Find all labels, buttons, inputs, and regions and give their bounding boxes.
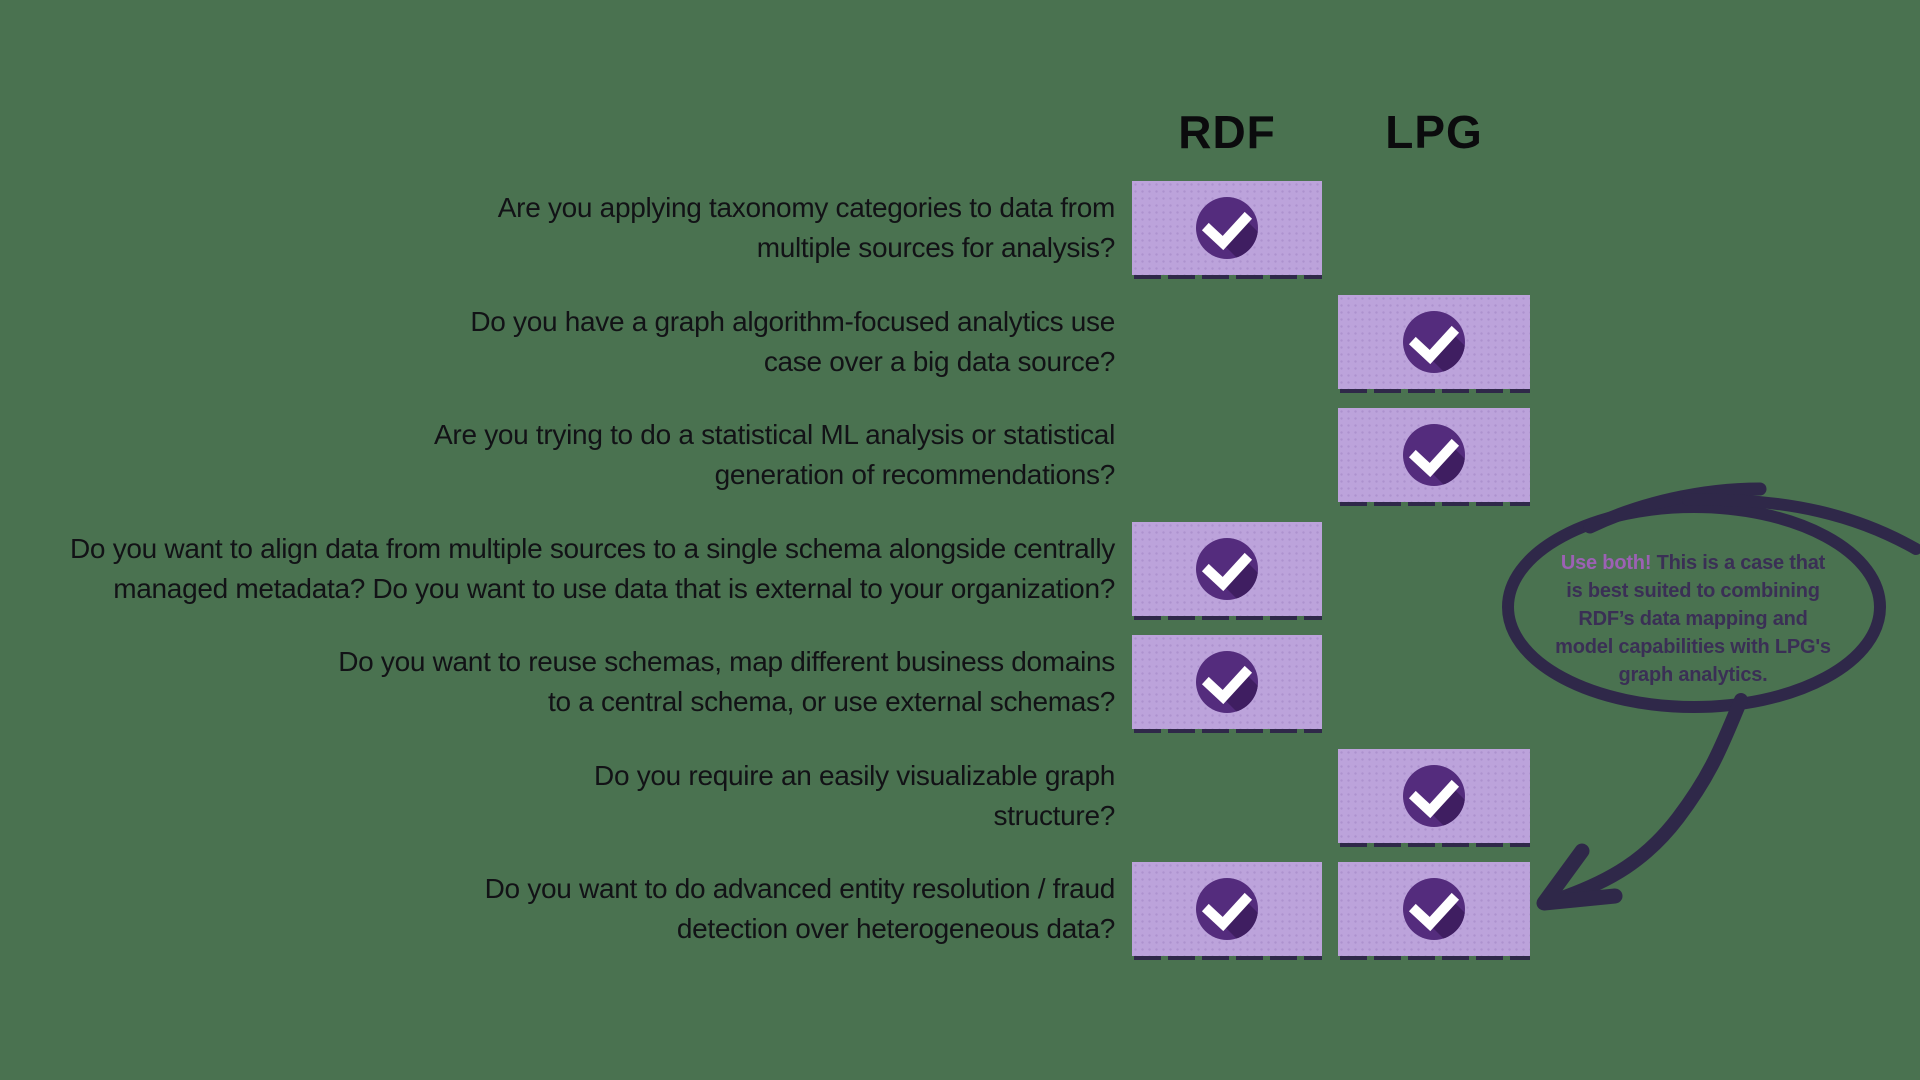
check-mark [1408, 892, 1460, 932]
question-line: structure? [993, 800, 1116, 831]
check-icon [1196, 197, 1258, 259]
callout-lead: Use both! [1560, 552, 1652, 574]
check-icon [1196, 538, 1258, 600]
comparison-row: Do you want to reuse schemas, map differ… [0, 635, 1920, 733]
column-header-rdf: RDF [1178, 106, 1276, 158]
check-mark [1408, 779, 1460, 819]
question-text: Do you have a graph algorithm-focused an… [40, 295, 1115, 389]
column-header-lpg: LPG [1385, 106, 1483, 158]
check-icon [1403, 311, 1465, 373]
question-line: generation of recommendations? [714, 459, 1116, 490]
question-text: Do you want to reuse schemas, map differ… [40, 635, 1115, 729]
comparison-row: Do you require an easily visualizable gr… [0, 749, 1920, 847]
question-line: Are you trying to do a statistical ML an… [434, 419, 1115, 450]
check-mark [1201, 211, 1253, 251]
callout-line1-rest: This is a case that [1656, 552, 1826, 574]
question-line: Do you have a graph algorithm-focused an… [470, 306, 1115, 337]
check-icon [1403, 424, 1465, 486]
question-text: Do you want to do advanced entity resolu… [40, 862, 1116, 956]
question-line: Are you applying taxonomy categories to … [497, 192, 1116, 223]
check-icon [1403, 878, 1465, 940]
question-line: detection over heterogeneous data? [676, 913, 1115, 944]
question-text: Do you require an easily visualizable gr… [40, 749, 1115, 843]
question-line: to a central schema, or use external sch… [547, 686, 1115, 717]
comparison-row: Do you want to do advanced entity resolu… [0, 862, 1920, 960]
rdf-check-cell [1132, 635, 1322, 733]
question-line: case over a big data source? [763, 346, 1115, 377]
question-line: multiple sources for analysis? [756, 232, 1116, 263]
check-mark [1201, 665, 1253, 705]
comparison-row: Do you have a graph algorithm-focused an… [0, 295, 1920, 393]
callout-line: graph analytics. [1618, 664, 1768, 686]
question-line: Do you want to do advanced entity resolu… [484, 873, 1116, 904]
lpg-check-cell [1338, 408, 1530, 506]
rdf-check-cell [1132, 522, 1322, 620]
use-both-callout: Use both! This is a case that is best su… [1528, 549, 1858, 689]
comparison-row: Are you trying to do a statistical ML an… [0, 408, 1920, 506]
lpg-check-cell [1338, 862, 1530, 960]
callout-line: Use both! This is a case that [1528, 549, 1858, 577]
check-mark [1408, 438, 1460, 478]
callout-line: model capabilities with LPG's [1555, 636, 1831, 658]
check-icon [1196, 651, 1258, 713]
check-mark [1408, 325, 1460, 365]
question-line: managed metadata? Do you want to use dat… [113, 573, 1115, 604]
callout-line: RDF’s data mapping and [1578, 608, 1808, 630]
check-icon [1196, 878, 1258, 940]
rdf-check-cell [1132, 862, 1322, 960]
question-line: Do you want to reuse schemas, map differ… [338, 646, 1115, 677]
check-mark [1201, 892, 1253, 932]
check-mark [1201, 552, 1253, 592]
rdf-check-cell [1132, 181, 1322, 279]
comparison-row: Do you want to align data from multiple … [0, 522, 1920, 620]
comparison-row: Are you applying taxonomy categories to … [0, 181, 1920, 279]
question-text: Do you want to align data from multiple … [40, 522, 1115, 616]
lpg-check-cell [1338, 295, 1530, 393]
callout-line: is best suited to combining [1566, 580, 1820, 602]
question-line: Do you require an easily visualizable gr… [594, 760, 1115, 791]
question-text: Are you applying taxonomy categories to … [40, 181, 1116, 275]
check-icon [1403, 765, 1465, 827]
question-line: Do you want to align data from multiple … [70, 533, 1115, 564]
lpg-check-cell [1338, 749, 1530, 847]
question-text: Are you trying to do a statistical ML an… [40, 408, 1115, 502]
